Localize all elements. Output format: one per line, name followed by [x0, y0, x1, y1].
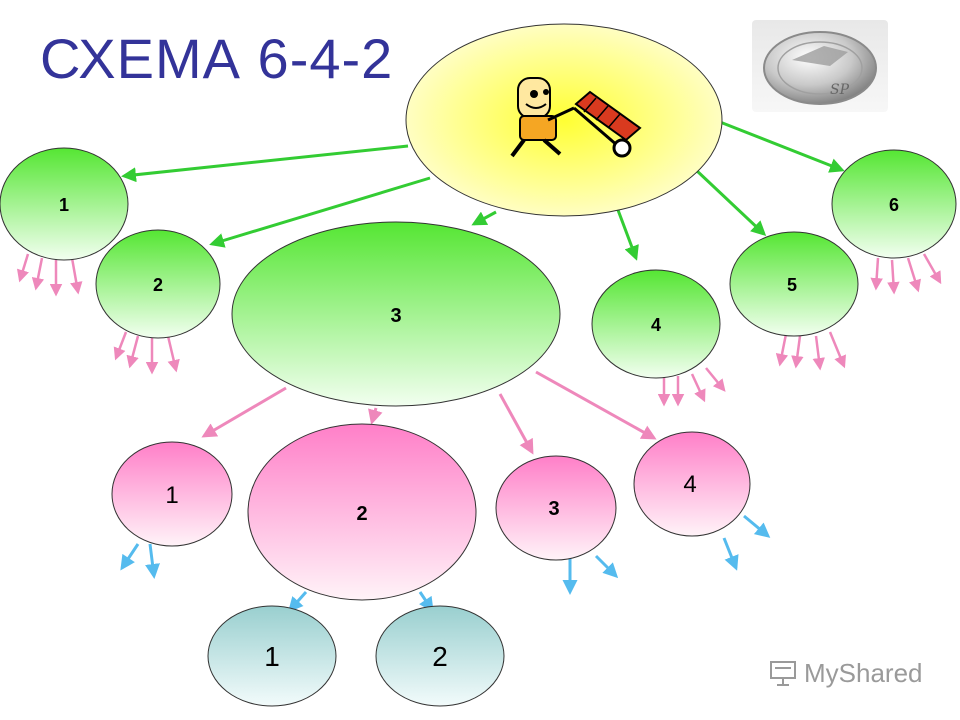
l1-node-1: 1	[0, 147, 129, 261]
l2-label-1: 1	[165, 482, 178, 509]
arrow-to-l2-1	[201, 386, 287, 438]
l2-node-3: 3	[495, 455, 617, 561]
arrow-to-l2-4	[535, 370, 657, 440]
l3-node-1: 1	[207, 605, 337, 707]
l3-label-1: 1	[264, 641, 280, 672]
page-title: СХЕМА 6-4-2	[40, 27, 394, 90]
worker-with-cart-icon	[510, 77, 642, 158]
arrow-to-l1-1	[121, 144, 409, 183]
arrow-to-l1-3	[471, 210, 497, 226]
blue-out-arrow	[594, 554, 619, 579]
l2-node-1: 1	[111, 441, 233, 547]
pink-arrows	[201, 370, 657, 455]
arrow-to-l1-5	[694, 168, 767, 237]
arrow-to-l1-6	[719, 120, 845, 173]
sp-badge-image: SP	[752, 20, 888, 112]
l2-node-2: 2	[247, 423, 477, 601]
blue-out-arrow	[722, 537, 739, 571]
l1-label-1: 1	[59, 195, 69, 215]
l1-node-6: 6	[831, 149, 957, 259]
l1-label-6: 6	[889, 195, 899, 215]
level3-nodes: 1 2	[207, 605, 505, 707]
arrow-to-l1-2	[209, 176, 431, 248]
blue-arrows	[120, 514, 771, 613]
l1-node-3: 3	[231, 221, 561, 407]
blue-out-arrow	[145, 543, 160, 579]
pink-output-arrows	[16, 253, 942, 407]
l1-node-4: 4	[591, 269, 721, 379]
level2-nodes: 1 2 3 4	[111, 423, 751, 601]
arrow-to-l2-3	[498, 393, 534, 455]
green-arrows	[121, 120, 845, 261]
l1-label-4: 4	[651, 315, 661, 335]
l2-label-3: 3	[548, 498, 559, 520]
l1-label-2: 2	[153, 275, 163, 295]
arrow-to-l3-1	[288, 591, 308, 613]
blue-out-arrow	[743, 514, 771, 538]
l1-node-5: 5	[729, 231, 859, 337]
brand-text: MyShared	[804, 657, 923, 688]
l1-label-5: 5	[787, 275, 797, 295]
top-node	[405, 23, 723, 217]
arrow-to-l2-2	[368, 407, 383, 425]
l3-label-2: 2	[432, 641, 448, 672]
l2-label-4: 4	[683, 471, 696, 498]
arrow-to-l1-4	[616, 209, 639, 261]
l3-node-2: 2	[375, 605, 505, 707]
presentation-board-icon	[770, 661, 796, 686]
brand-watermark: MyShared	[768, 656, 923, 690]
blue-out-arrow	[120, 543, 140, 571]
l2-label-2: 2	[356, 503, 367, 525]
l2-node-4: 4	[633, 431, 751, 537]
badge-label: SP	[830, 82, 850, 98]
l1-node-2: 2	[95, 229, 221, 339]
level1-nodes: 1 2 3 4 5 6	[0, 147, 957, 407]
l1-label-3: 3	[390, 305, 401, 327]
